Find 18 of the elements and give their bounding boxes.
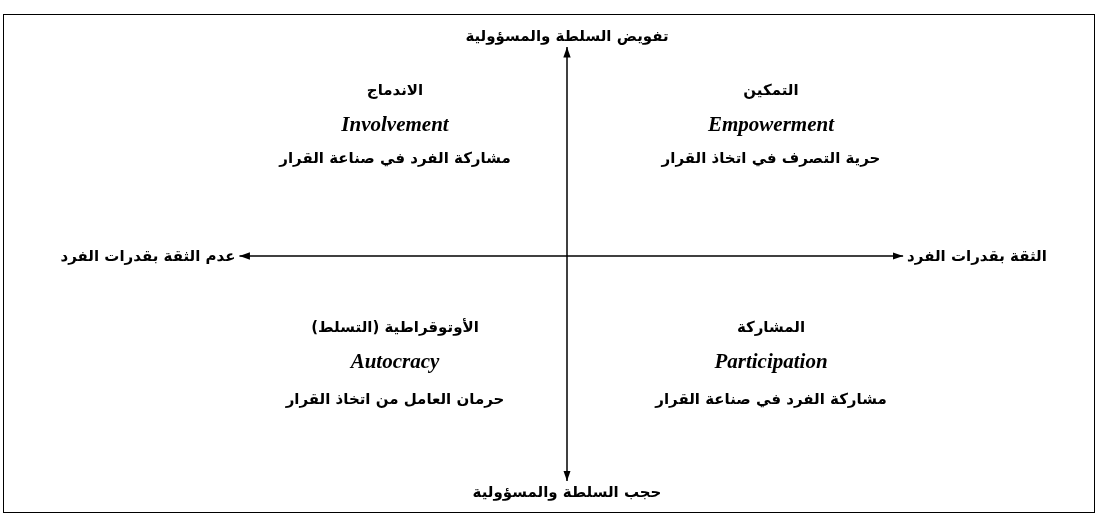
quadrant-description: مشاركة الفرد في صناعة القرار bbox=[655, 390, 887, 408]
axis-label: حجب السلطة والمسؤولية bbox=[468, 481, 666, 503]
axis-label: عدم الثقة بقدرات الفرد bbox=[56, 245, 240, 267]
quadrant-subtitle: Involvement bbox=[341, 111, 449, 137]
quadrant-subtitle: Participation bbox=[714, 348, 828, 374]
quadrant-title: المشاركة bbox=[736, 318, 806, 336]
quadrant-subtitle: Empowerment bbox=[708, 111, 834, 137]
axis-label: تفويض السلطة والمسؤولية bbox=[461, 25, 673, 47]
quadrant-description: حرمان العامل من اتخاذ القرار bbox=[285, 390, 505, 408]
quadrant-title: التمكين bbox=[743, 81, 799, 99]
axis-label: الثقة بقدرات الفرد bbox=[903, 245, 1051, 267]
quadrant-title: الاندماج bbox=[366, 81, 424, 99]
quadrant-subtitle: Autocracy bbox=[350, 348, 440, 374]
quadrant-title: الأوتوقراطية (التسلط) bbox=[311, 318, 479, 336]
axis-arrow bbox=[563, 46, 571, 482]
quadrant-description: مشاركة الفرد في صناعة القرار bbox=[279, 149, 511, 167]
axis-arrow bbox=[238, 252, 904, 260]
quadrant-description: حرية التصرف في اتخاذ القرار bbox=[661, 149, 881, 167]
